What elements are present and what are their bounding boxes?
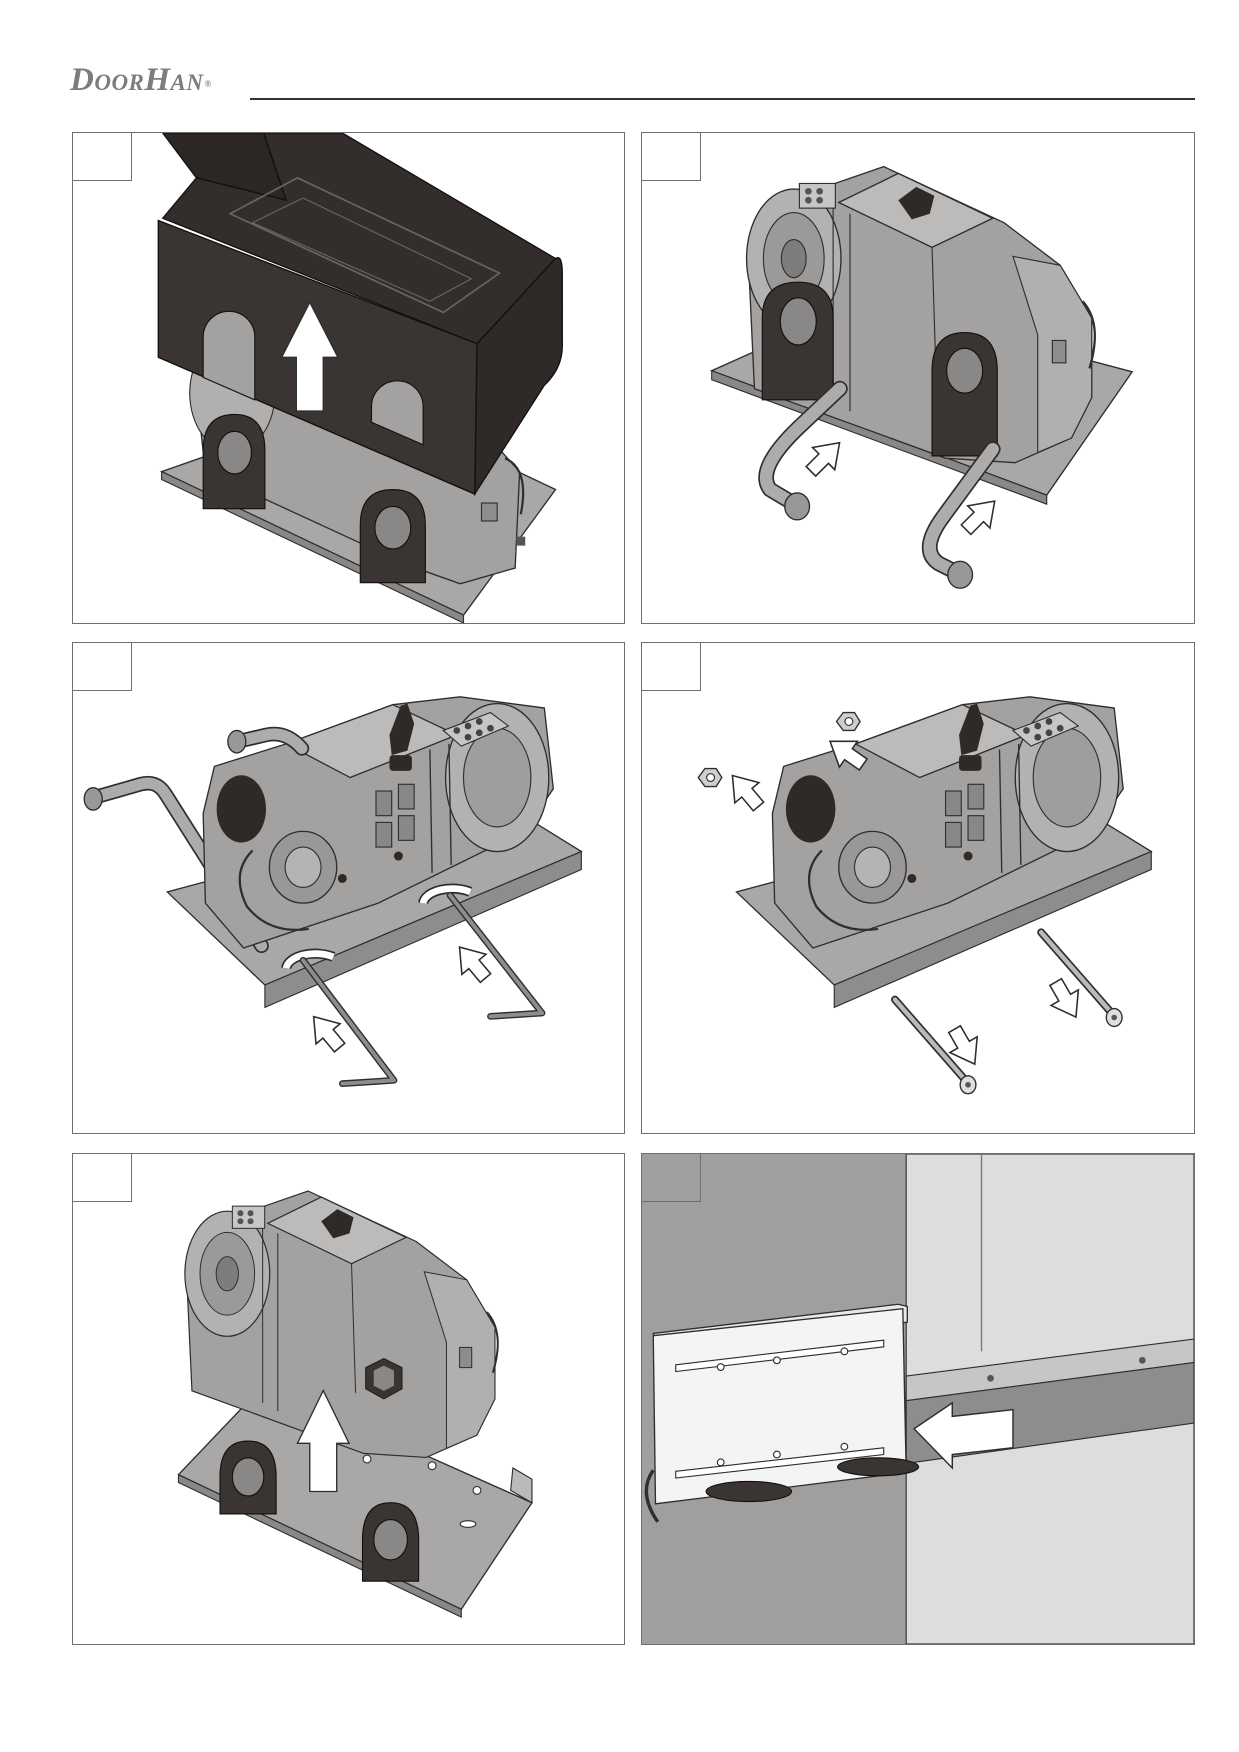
plate-hole [716, 1363, 725, 1371]
arrow-up-icon [280, 300, 339, 412]
wrench-short [227, 726, 310, 756]
step-number-box [73, 643, 132, 691]
step-number-box [642, 133, 701, 181]
wrench-right [921, 441, 1001, 589]
step-panel-6 [641, 1153, 1195, 1645]
step-number-box [642, 1154, 701, 1202]
wrench-left [758, 380, 848, 521]
rail-bolt [987, 1374, 994, 1382]
header-rule [250, 98, 1195, 100]
bolt-right [1037, 928, 1123, 1028]
registered-mark: ® [204, 79, 212, 89]
cover-right-side [474, 257, 563, 497]
plate-hole [840, 1347, 849, 1356]
step-panel-4 [641, 642, 1195, 1134]
base-plate-flange [264, 850, 582, 1009]
nut-icon [697, 767, 723, 788]
logo-text: DoorHan [70, 62, 204, 98]
cover-top-recess [228, 176, 502, 314]
plate-hole [716, 1458, 725, 1467]
cable-icon [504, 457, 525, 515]
insert-wrenches-illustration [709, 165, 1134, 589]
step-panel-3 [72, 642, 625, 1134]
wrench-long [83, 775, 269, 954]
arrow-diagonal-icon [719, 764, 772, 818]
hex-key-right [446, 891, 546, 1020]
loosen-bolts-illustration [83, 695, 583, 1088]
plate-hole [472, 1485, 482, 1495]
foot-bolt [516, 536, 526, 546]
cable-icon [644, 1469, 660, 1523]
wall-mount-illustration [642, 1154, 1194, 1644]
step-number-box [642, 643, 701, 691]
rail-bolt [1138, 1356, 1146, 1364]
base-plate-flange [510, 1467, 533, 1504]
lift-motor-illustration [177, 1189, 533, 1618]
step-panel-5 [72, 1153, 625, 1645]
doorhan-logo: DoorHan® [70, 62, 212, 98]
arrow-up-icon [296, 1389, 351, 1493]
cover-arch-right [370, 380, 424, 446]
rail-top [905, 1338, 1194, 1402]
plate-hole [772, 1450, 781, 1459]
arrow-left-icon [912, 1401, 1014, 1470]
cover-arch-left [202, 310, 256, 401]
remove-cover-illustration [157, 133, 563, 623]
plate-slot [459, 1520, 477, 1528]
remove-bolts-illustration [697, 695, 1153, 1095]
plate-hole [772, 1356, 781, 1365]
step-number-box [73, 1154, 132, 1202]
bolt-left [891, 995, 977, 1095]
plate-hole [427, 1461, 437, 1471]
plate-slot [675, 1339, 885, 1373]
plate-hole [362, 1454, 372, 1464]
step-number-box [73, 133, 132, 181]
hex-key-left [299, 956, 398, 1088]
plate-hole [840, 1442, 849, 1451]
step-panel-1 [72, 132, 625, 624]
step-panel-2 [641, 132, 1195, 624]
motor-unit [183, 1189, 499, 1459]
arrow-diagonal-icon [799, 430, 852, 484]
mounting-foot-right [837, 1457, 920, 1477]
base-plate-flange [833, 850, 1152, 1009]
mounting-foot-left [705, 1480, 793, 1503]
nut-icon [835, 711, 861, 732]
terminal-clip [480, 502, 498, 522]
plate-slot [675, 1447, 885, 1479]
